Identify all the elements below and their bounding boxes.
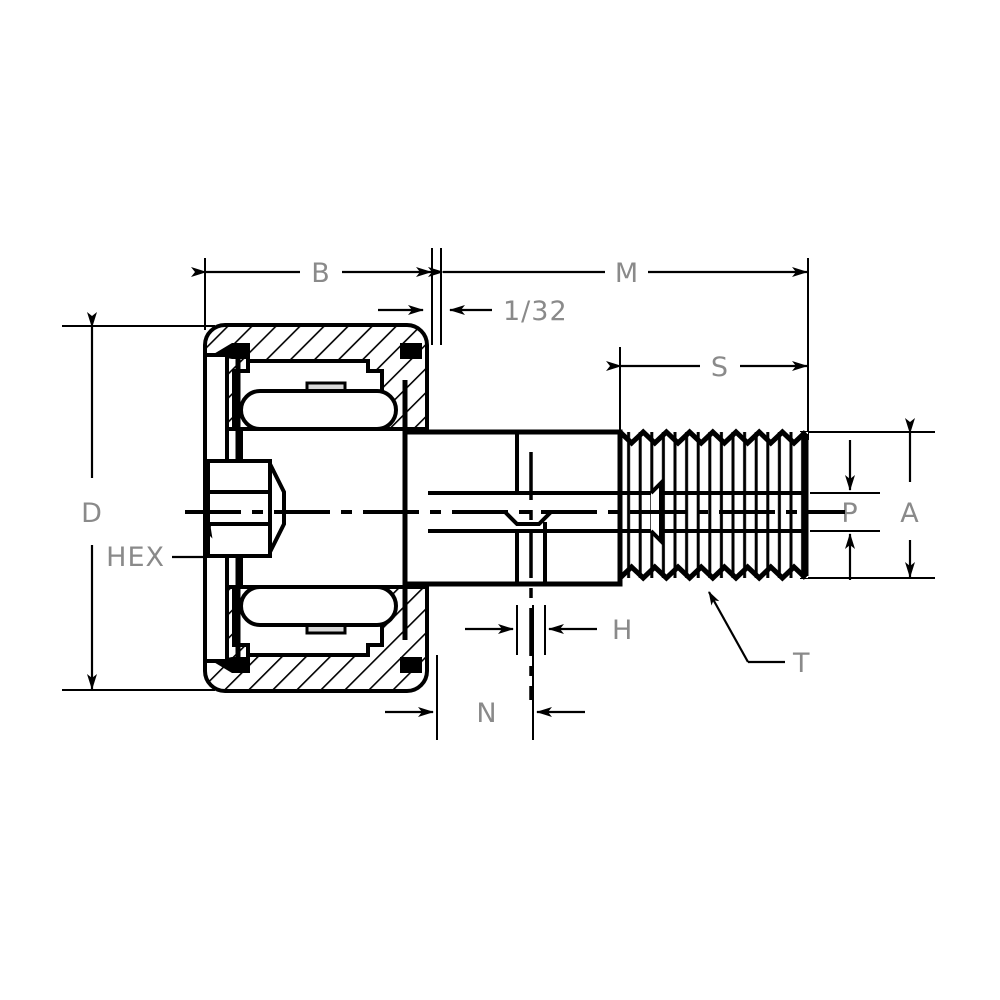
thread-crest-bottom (618, 563, 808, 582)
dimension-S-label: S (711, 352, 729, 383)
bearing-outer-race (203, 323, 429, 693)
dimension-B: B (191, 248, 433, 345)
dimension-H: H (465, 605, 633, 655)
outer-race-bottom-section (203, 585, 429, 693)
axis-centerline (185, 452, 845, 700)
dimension-P: P (810, 440, 880, 580)
dimension-A-label: A (900, 498, 919, 529)
dimension-N: N (385, 605, 585, 740)
stud-shank-body (402, 429, 623, 587)
annotation-t-label: T (792, 648, 811, 679)
dimension-D-label: D (81, 498, 103, 529)
seal-lip-top-right (400, 343, 422, 359)
dimension-D: D (62, 312, 215, 691)
dimension-S: S (606, 347, 808, 432)
hex-socket-detail (206, 459, 286, 558)
dimension-M-label: M (615, 258, 639, 289)
dimension-gap-1-32: 1/32 (378, 296, 568, 327)
needle-roller-top (239, 389, 398, 431)
threaded-stud-section (617, 428, 809, 582)
stud-shank (402, 429, 623, 587)
dimension-A: A (800, 418, 935, 579)
dimension-M: M (428, 248, 809, 440)
annotation-hex-label: HEX (106, 542, 165, 573)
hex-socket-rect (206, 459, 272, 558)
needle-roller-bottom (239, 585, 398, 627)
dimension-B-label: B (311, 258, 331, 289)
shank-chamfer (503, 510, 553, 526)
hex-leader-angled (203, 524, 213, 558)
thread-crest-top (618, 428, 808, 447)
annotation-hex: HEX (106, 524, 213, 573)
outer-race-top-section (203, 323, 429, 431)
seal-lip-bottom-right (400, 657, 422, 673)
thread-body (620, 432, 808, 578)
t-leader-angled (708, 591, 749, 663)
dimension-P-label: P (841, 498, 858, 529)
dimension-N-label: N (476, 698, 497, 729)
dimension-H-label: H (612, 615, 633, 646)
hex-socket-taper (268, 463, 286, 553)
annotation-t: T (708, 591, 811, 679)
dimension-gap-label: 1/32 (503, 296, 568, 327)
